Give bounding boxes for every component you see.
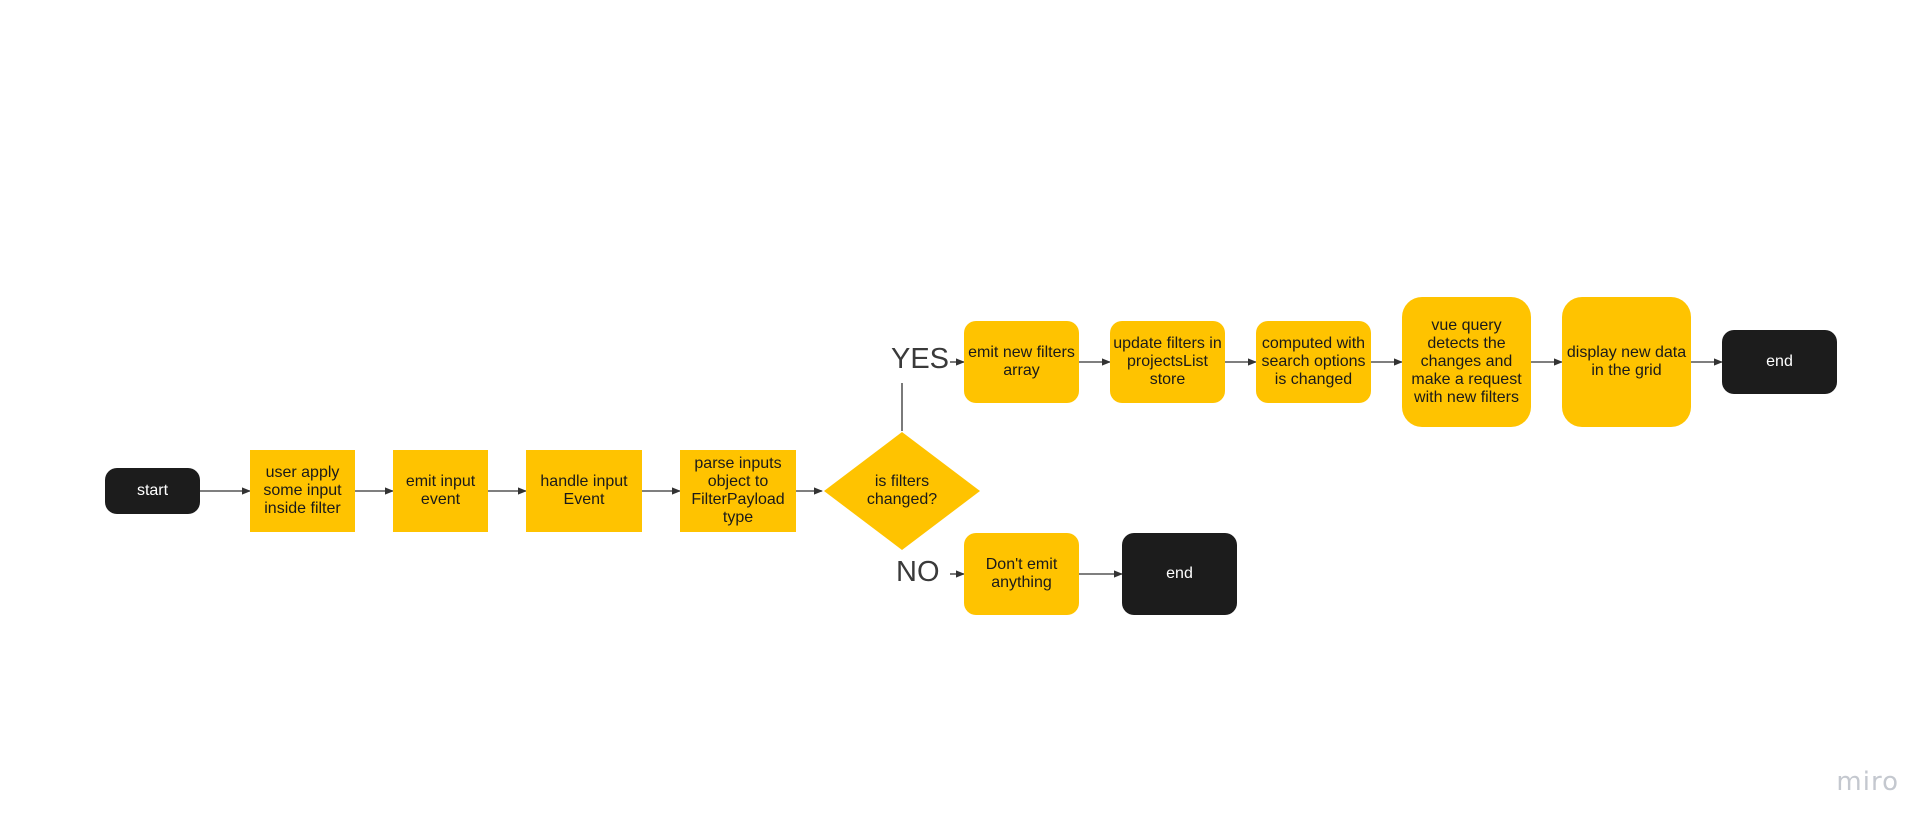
computed-search-options-node[interactable]: computed with search options is changed — [1256, 321, 1371, 403]
end-node-yes-label: end — [1766, 353, 1793, 370]
computed-search-options-label: computed with search options is changed — [1261, 335, 1366, 388]
parse-inputs-label: parse inputs object to FilterPayload typ… — [691, 455, 785, 526]
decision-diamond[interactable] — [824, 432, 980, 550]
miro-logo: miro — [1836, 767, 1899, 797]
decision-label: is filters changed? — [866, 473, 938, 508]
display-new-data-label: display new data in the grid — [1566, 344, 1687, 379]
start-node-label: start — [136, 482, 169, 499]
update-filters-label: update filters in projectsList store — [1113, 335, 1222, 388]
emit-new-filters-label: emit new filters array — [968, 344, 1075, 379]
yes-branch-label: YES — [891, 343, 950, 375]
end-node-no-label: end — [1166, 565, 1193, 582]
emit-new-filters-node[interactable]: emit new filters array — [964, 321, 1079, 403]
emit-input-event-label: emit input event — [405, 473, 476, 508]
user-apply-input-node[interactable]: user apply some input inside filter — [250, 450, 355, 532]
display-new-data-node[interactable]: display new data in the grid — [1562, 297, 1691, 427]
end-node-yes[interactable]: end — [1722, 330, 1837, 394]
dont-emit-node[interactable]: Don't emit anything — [964, 533, 1079, 615]
emit-input-event-node[interactable]: emit input event — [393, 450, 488, 532]
vue-query-label: vue query detects the changes and make a… — [1411, 317, 1522, 406]
parse-inputs-node[interactable]: parse inputs object to FilterPayload typ… — [680, 450, 796, 532]
update-filters-node[interactable]: update filters in projectsList store — [1110, 321, 1225, 403]
no-branch-label: NO — [896, 556, 940, 588]
user-apply-input-label: user apply some input inside filter — [263, 464, 342, 517]
start-node[interactable]: start — [105, 468, 200, 514]
dont-emit-label: Don't emit anything — [985, 556, 1058, 591]
handle-input-event-node[interactable]: handle input Event — [526, 450, 642, 532]
end-node-no[interactable]: end — [1122, 533, 1237, 615]
handle-input-event-label: handle input Event — [540, 473, 628, 508]
vue-query-node[interactable]: vue query detects the changes and make a… — [1402, 297, 1531, 427]
